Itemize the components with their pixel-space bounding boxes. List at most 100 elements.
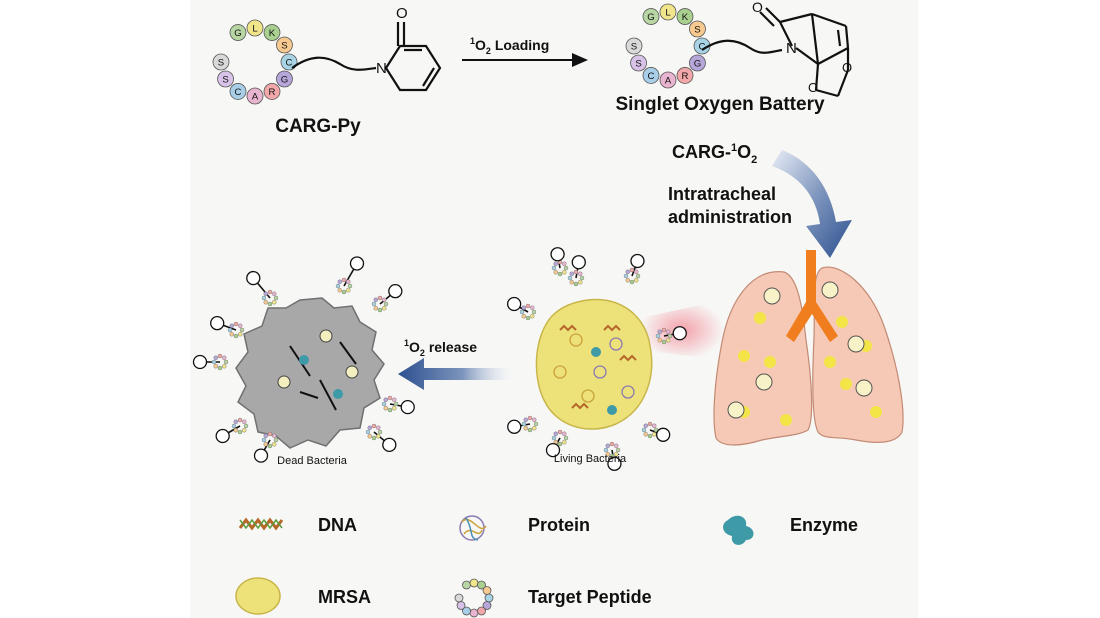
living-bacterium-body xyxy=(535,298,653,430)
protein-icon xyxy=(569,333,583,347)
dead-bacterium: Dead Bacteria xyxy=(192,256,415,467)
peptide-arm xyxy=(253,431,279,463)
peptide-bead: C xyxy=(280,53,298,71)
peptide-bead: K xyxy=(263,24,281,41)
peptide-bead-letter: S xyxy=(694,25,700,36)
peptide-arm xyxy=(210,316,245,339)
lung-bacteria-spots xyxy=(738,312,882,426)
carg-py-label: CARG-Py xyxy=(275,116,361,137)
peptide-bead-letter: A xyxy=(252,92,259,103)
legend-item-enzyme: Enzyme xyxy=(723,515,858,545)
oxygen-atom-label: O xyxy=(752,0,763,15)
peptide-bead: L xyxy=(246,19,264,37)
peptide-bead xyxy=(456,601,466,610)
peptide-bead-letter: S xyxy=(635,59,641,70)
legend-label-target-peptide: Target Peptide xyxy=(528,587,652,607)
peptide-arm xyxy=(550,247,569,277)
legend: DNA Protein Enzyme MRSA Target Pep xyxy=(235,515,858,618)
peptide-bead xyxy=(462,580,471,590)
peptide-bead-letter: G xyxy=(694,59,701,70)
bacteria-spot xyxy=(754,312,766,324)
peptide-arm xyxy=(215,417,249,444)
peptide-marker xyxy=(821,281,839,299)
fragment xyxy=(319,379,337,411)
trachea xyxy=(786,250,838,342)
peptide-bead xyxy=(482,601,492,610)
peptide-bead: R xyxy=(676,67,694,84)
peptide-arm xyxy=(246,270,279,307)
peptide-marker xyxy=(847,335,865,353)
legend-item-mrsa: MRSA xyxy=(235,577,371,615)
peptide-bead-letter: L xyxy=(665,8,671,19)
peptide-marker xyxy=(855,379,873,397)
enzyme-icon xyxy=(591,347,601,357)
protein-icon xyxy=(609,337,623,351)
peptide-bead-letter: G xyxy=(647,12,654,23)
peptide-bead: S xyxy=(212,53,230,71)
peptide-bead-letter: S xyxy=(281,41,287,52)
peptide-marker xyxy=(755,373,773,391)
mrsa-icon xyxy=(235,577,281,615)
peptide-marker xyxy=(727,401,745,419)
peptide-bead: S xyxy=(625,37,643,55)
peptide-marker xyxy=(277,375,291,389)
peptide-arm xyxy=(381,395,415,415)
peptide-arm xyxy=(655,326,687,345)
bacteria-spot xyxy=(780,414,792,426)
dead-bacterium-body xyxy=(235,297,385,449)
bacteria-spot xyxy=(738,350,750,362)
dead-bacterium-peptides xyxy=(192,256,415,463)
peptide-bead: S xyxy=(689,20,706,38)
enzyme-icon xyxy=(333,389,343,399)
peptide-bead-letter: R xyxy=(269,87,276,98)
nitrogen-atom-label: N xyxy=(786,40,797,57)
legend-label-mrsa: MRSA xyxy=(318,587,371,607)
peptide-bead: A xyxy=(246,87,264,105)
peptide-bead xyxy=(477,606,486,616)
loading-arrow: 1O2 Loading xyxy=(462,36,588,67)
living-bacterium: Living Bacteria xyxy=(506,247,687,471)
protein-icon xyxy=(553,365,567,379)
legend-label-protein: Protein xyxy=(528,515,590,535)
carg-1o2-label: CARG-1O2 xyxy=(672,142,757,166)
peptide-bead xyxy=(462,606,471,616)
dna-icon xyxy=(559,324,577,332)
release-label: 1O2 release xyxy=(404,338,477,358)
peptide-bead-letter: S xyxy=(222,75,228,86)
peptide-bead xyxy=(454,593,464,603)
bacteria-spot xyxy=(870,406,882,418)
peptide-arm xyxy=(192,353,229,371)
peptide-arm xyxy=(545,429,569,458)
enzyme-icon xyxy=(299,355,309,365)
linker-chain xyxy=(701,39,783,54)
right-lung xyxy=(812,266,904,443)
loading-arrow-label: 1O2 Loading xyxy=(470,36,549,56)
peptide-arm xyxy=(335,256,365,295)
peptide-bead xyxy=(484,593,494,603)
peptide-bead: L xyxy=(659,3,677,21)
peptide-arm xyxy=(506,296,537,321)
singlet-oxygen-battery-label: Singlet Oxygen Battery xyxy=(615,94,824,115)
lung-illustration xyxy=(713,250,904,446)
legend-label-enzyme: Enzyme xyxy=(790,515,858,535)
peptide-bead-letter: K xyxy=(269,28,276,39)
peptide-bead-letter: K xyxy=(682,12,689,23)
peptide-bead-letter: S xyxy=(218,58,224,69)
nitrogen-atom-label: N xyxy=(376,60,387,77)
peptide-bead: R xyxy=(263,83,281,100)
protein-icon xyxy=(581,389,595,403)
peptide-bead-letter: G xyxy=(234,28,241,39)
living-bacterium-contents xyxy=(553,324,637,415)
enzyme-icon xyxy=(723,515,754,545)
linker-chain xyxy=(291,56,377,71)
endoperoxide-cage xyxy=(759,7,850,98)
fragment xyxy=(339,341,357,365)
bacteria-spot xyxy=(764,356,776,368)
legend-item-target-peptide: Target Peptide xyxy=(454,578,652,618)
peptide-arm xyxy=(603,441,622,471)
pyridone-ring xyxy=(384,22,442,92)
dna-icon xyxy=(619,354,637,362)
peptide-bead-letter: A xyxy=(665,76,672,87)
